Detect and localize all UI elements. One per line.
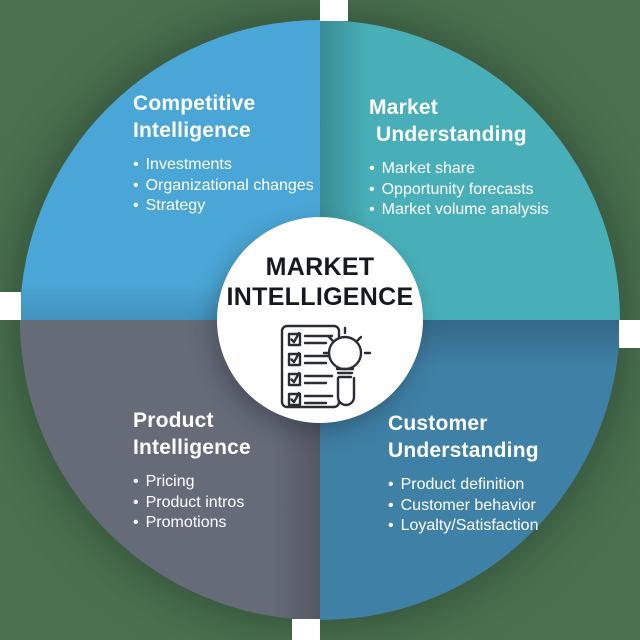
list-item-label: Market share xyxy=(381,160,475,177)
quadrant-title-line1: Competitive xyxy=(133,92,256,115)
cross-bar-right xyxy=(619,320,640,348)
quadrant-title-line2: Understanding xyxy=(388,439,539,462)
list-item: • Market share xyxy=(369,159,549,180)
checklist-lightbulb-icon xyxy=(268,320,372,412)
bullet-icon: • xyxy=(133,176,139,194)
list-item: • Investments xyxy=(133,155,314,176)
bullet-icon: • xyxy=(369,180,375,198)
list-item-label: Promotions xyxy=(145,514,227,531)
list-item-label: Organizational changes xyxy=(145,176,314,194)
bullet-icon: • xyxy=(388,517,394,534)
cross-bar-top xyxy=(320,0,348,21)
bullet-icon: • xyxy=(388,476,394,493)
cross-bar-bottom xyxy=(292,619,320,640)
market-understanding-text: Market Understanding • Market share • Oppo… xyxy=(369,94,549,221)
list-item: • Product intros xyxy=(133,493,251,514)
quadrant-bullet-list: • Market share • Opportunity forecasts • Ma… xyxy=(369,159,549,221)
list-item-label: Product intros xyxy=(145,493,245,511)
quadrant-title: Competitive Intelligence xyxy=(133,90,314,144)
center-hub: MARKET INTELLIGENCE xyxy=(217,217,423,423)
list-item-label: Opportunity forecasts xyxy=(381,180,534,198)
list-item-label: Customer behavior xyxy=(400,496,536,514)
quadrant-title-line1: Product xyxy=(133,409,214,432)
competitive-intelligence-text: Competitive Intelligence • Investments • O… xyxy=(133,90,314,217)
list-item: • Customer behavior xyxy=(388,496,539,517)
list-item-label: Product definition xyxy=(400,476,525,493)
quadrant-title-line2: Understanding xyxy=(376,123,527,146)
bullet-icon: • xyxy=(133,156,139,173)
page-title-line2: INTELLIGENCE xyxy=(226,283,414,311)
quadrant-title: Product Intelligence xyxy=(133,407,251,461)
quadrant-bullet-list: • Pricing • Product intros • Promotions xyxy=(133,472,251,534)
customer-understanding-text: Customer Understanding • Product definiti… xyxy=(388,410,539,537)
bullet-icon: • xyxy=(133,514,139,531)
quadrant-bullet-list: • Product definition • Customer behavior •… xyxy=(388,475,539,537)
quadrant-title-line2: Intelligence xyxy=(133,436,251,459)
page-title: MARKET INTELLIGENCE xyxy=(217,252,423,312)
list-item: • Loyalty/Satisfaction xyxy=(388,516,539,537)
quadrant-title-line2: Intelligence xyxy=(133,119,251,142)
bullet-icon: • xyxy=(133,493,139,511)
bullet-icon: • xyxy=(369,201,375,218)
list-item: • Market volume analysis xyxy=(369,200,549,221)
list-item-label: Loyalty/Satisfaction xyxy=(400,517,539,534)
list-item: • Pricing xyxy=(133,472,251,493)
cross-bar-left xyxy=(0,292,21,320)
list-item-label: Market volume analysis xyxy=(381,201,549,218)
list-item-label: Pricing xyxy=(145,473,195,490)
quadrant-title: Market Understanding xyxy=(369,94,549,148)
quadrant-title: Customer Understanding xyxy=(388,410,539,464)
bullet-icon: • xyxy=(369,160,375,177)
list-item: • Product definition xyxy=(388,475,539,496)
list-item-label: Strategy xyxy=(145,197,206,214)
list-item: • Opportunity forecasts xyxy=(369,180,549,201)
quadrant-bullet-list: • Investments • Organizational changes • St… xyxy=(133,155,314,217)
bullet-icon: • xyxy=(133,197,139,214)
product-intelligence-text: Product Intelligence • Pricing • Product i… xyxy=(133,407,251,534)
page-title-line1: MARKET xyxy=(265,253,375,281)
list-item: • Strategy xyxy=(133,196,314,217)
bullet-icon: • xyxy=(133,473,139,490)
quadrant-title-line1: Customer xyxy=(388,412,488,435)
list-item: • Promotions xyxy=(133,513,251,534)
list-item: • Organizational changes xyxy=(133,176,314,197)
quadrant-title-line1: Market xyxy=(369,96,438,119)
list-item-label: Investments xyxy=(145,156,232,173)
bullet-icon: • xyxy=(388,496,394,514)
